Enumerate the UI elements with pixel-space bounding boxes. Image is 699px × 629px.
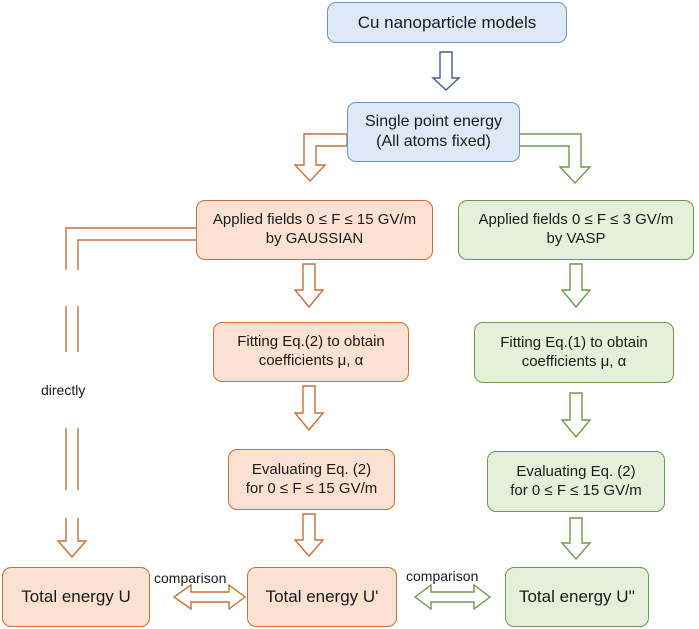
- arrow-single-point-to-gaussian: [293, 133, 348, 183]
- node-gaussian-line2: by GAUSSIAN: [265, 230, 364, 247]
- node-eval-right-line2: for 0 ≤ F ≤ 15 GV/m: [510, 481, 642, 499]
- node-evaluating-eq2-right: Evaluating Eq. (2) for 0 ≤ F ≤ 15 GV/m: [487, 451, 665, 512]
- node-total-energy-u-double-prime: Total energy U'': [505, 567, 649, 627]
- node-eval-right-line1: Evaluating Eq. (2): [516, 462, 636, 480]
- label-directly: directly: [41, 382, 86, 398]
- node-total-energy-u-prime-text: Total energy U': [265, 587, 379, 607]
- node-fitting-eq1: Fitting Eq.(1) to obtain coefficients μ,…: [474, 322, 674, 383]
- node-eval-left-line2: for 0 ≤ F ≤ 15 GV/m: [245, 479, 378, 497]
- node-fitting-eq2-line2: coefficients μ, α: [258, 352, 364, 369]
- node-eval-left-line1: Evaluating Eq. (2): [251, 460, 372, 478]
- node-total-energy-u: Total energy U: [2, 567, 150, 627]
- node-vasp-applied-fields: Applied fields 0 ≤ F ≤ 3 GV/m by VASP: [458, 200, 694, 260]
- arrow-gaussian-to-fit-eq2: [293, 263, 325, 309]
- arrow-fit-eq2-to-eval-left: [293, 385, 325, 432]
- node-cu-nanoparticle-models: Cu nanoparticle models: [327, 2, 567, 43]
- node-fitting-eq1-line1: Fitting Eq.(1) to obtain: [500, 333, 648, 351]
- node-total-energy-u-double-prime-text: Total energy U'': [518, 587, 636, 607]
- node-cu-nanoparticle-models-text: Cu nanoparticle models: [357, 12, 537, 32]
- node-gaussian-line1: Applied fields 0 ≤ F ≤ 15 GV/m: [212, 211, 417, 229]
- node-single-point-energy: Single point energy (All atoms fixed): [347, 102, 520, 162]
- node-total-energy-u-text: Total energy U: [21, 587, 131, 607]
- node-fitting-eq2: Fitting Eq.(2) to obtain coefficients μ,…: [213, 322, 409, 382]
- arrow-comparison-u1-u2: [413, 583, 492, 611]
- node-evaluating-eq2-left: Evaluating Eq. (2) for 0 ≤ F ≤ 15 GV/m: [228, 449, 395, 510]
- node-fitting-eq2-line1: Fitting Eq.(2) to obtain: [237, 333, 385, 351]
- arrow-comparison-u-u1: [172, 583, 247, 611]
- node-gaussian-applied-fields: Applied fields 0 ≤ F ≤ 15 GV/m by GAUSSI…: [196, 200, 433, 260]
- arrow-single-point-to-vasp: [518, 133, 592, 185]
- arrow-eval-right-to-total-u2: [560, 517, 592, 561]
- node-vasp-line1: Applied fields 0 ≤ F ≤ 3 GV/m: [478, 211, 674, 229]
- node-fitting-eq1-line2: coefficients μ, α: [521, 352, 627, 370]
- label-comparison-right: comparison: [406, 568, 479, 584]
- node-single-point-line1: Single point energy: [365, 113, 502, 130]
- arrow-directly-gaussian-to-total-u: [56, 227, 213, 559]
- arrow-fit-eq1-to-eval-right: [560, 392, 592, 439]
- arrow-vasp-to-fit-eq1: [560, 263, 592, 309]
- arrow-eval-left-to-total-u1: [293, 513, 325, 558]
- node-vasp-line2: by VASP: [546, 230, 606, 247]
- node-single-point-line2: (All atoms fixed): [376, 133, 491, 150]
- node-total-energy-u-prime: Total energy U': [247, 567, 397, 627]
- arrow-models-to-single-point: [431, 51, 461, 91]
- label-comparison-left: comparison: [154, 570, 227, 586]
